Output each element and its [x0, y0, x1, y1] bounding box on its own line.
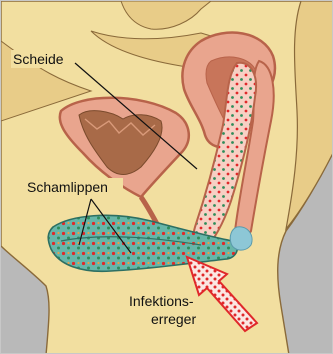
label-pathogens-line1: Infektions- — [129, 293, 194, 309]
label-pathogens-line2: erreger — [151, 311, 196, 327]
label-vagina: Scheide — [13, 51, 64, 67]
discharge-drop — [230, 227, 252, 250]
label-labia: Schamlippen — [27, 179, 108, 195]
